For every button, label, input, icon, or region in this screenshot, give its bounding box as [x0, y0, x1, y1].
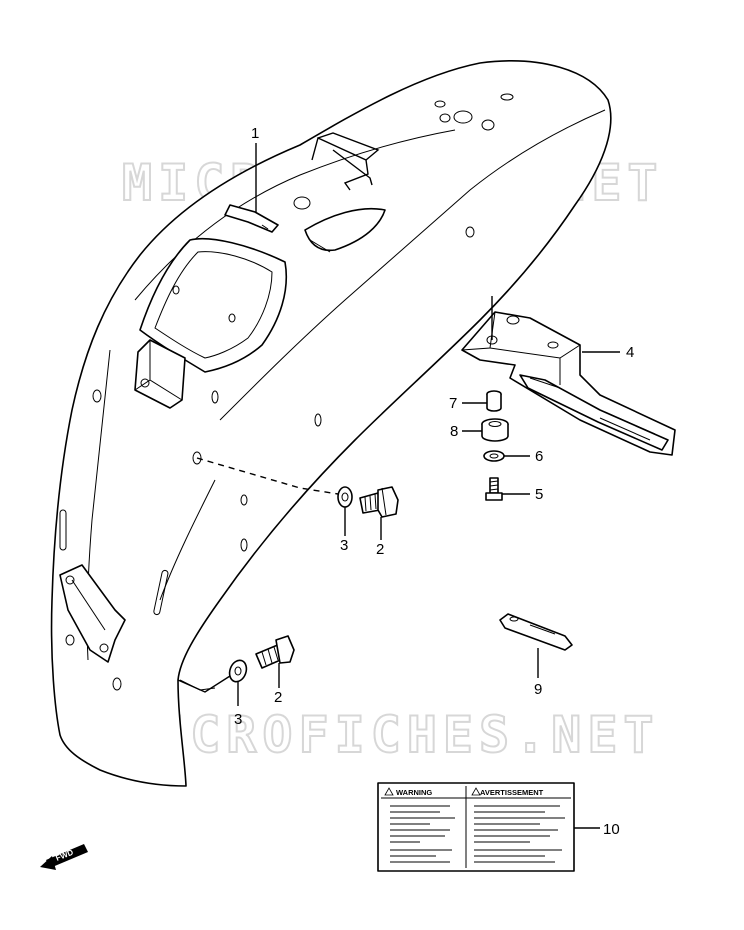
bolt-2-upper: [359, 486, 399, 518]
warning-label-left-title: WARNING: [396, 788, 432, 797]
callout-8: 8: [450, 423, 458, 440]
spacer-collar: [486, 390, 502, 412]
washer-3-upper: [337, 486, 353, 508]
watermark-bottom: MICROFICHES.NET: [118, 706, 660, 764]
callout-3-upper: 3: [340, 537, 348, 554]
callout-2-lower: 2: [274, 689, 282, 706]
warning-label: WARNING AVERTISSEMENT: [377, 782, 575, 872]
bolt-5: [485, 477, 503, 501]
warning-label-right-title: AVERTISSEMENT: [480, 788, 544, 797]
rubber-grommet: [481, 418, 509, 442]
callout-4: 4: [626, 344, 634, 361]
callout-3-lower: 3: [234, 711, 242, 728]
leader-lines: [177, 143, 620, 829]
wire-hook: [311, 132, 380, 191]
callout-6: 6: [535, 448, 543, 465]
washer-3-lower: [228, 659, 248, 683]
bolt-2-lower: [255, 635, 295, 669]
callout-9: 9: [534, 681, 542, 698]
callout-5: 5: [535, 486, 543, 503]
callouts: 1 4 7 8 6 5 3 2 9 2 3 10: [234, 125, 634, 838]
fwd-badge: FWD: [40, 844, 88, 870]
clip-bracket: [499, 613, 573, 651]
washer-6: [483, 450, 505, 462]
callout-1: 1: [251, 125, 259, 142]
side-bracket: [461, 311, 676, 456]
callout-7: 7: [449, 395, 457, 412]
callout-2-upper: 2: [376, 541, 384, 558]
rear-fender: [50, 60, 612, 787]
callout-10: 10: [603, 821, 620, 838]
